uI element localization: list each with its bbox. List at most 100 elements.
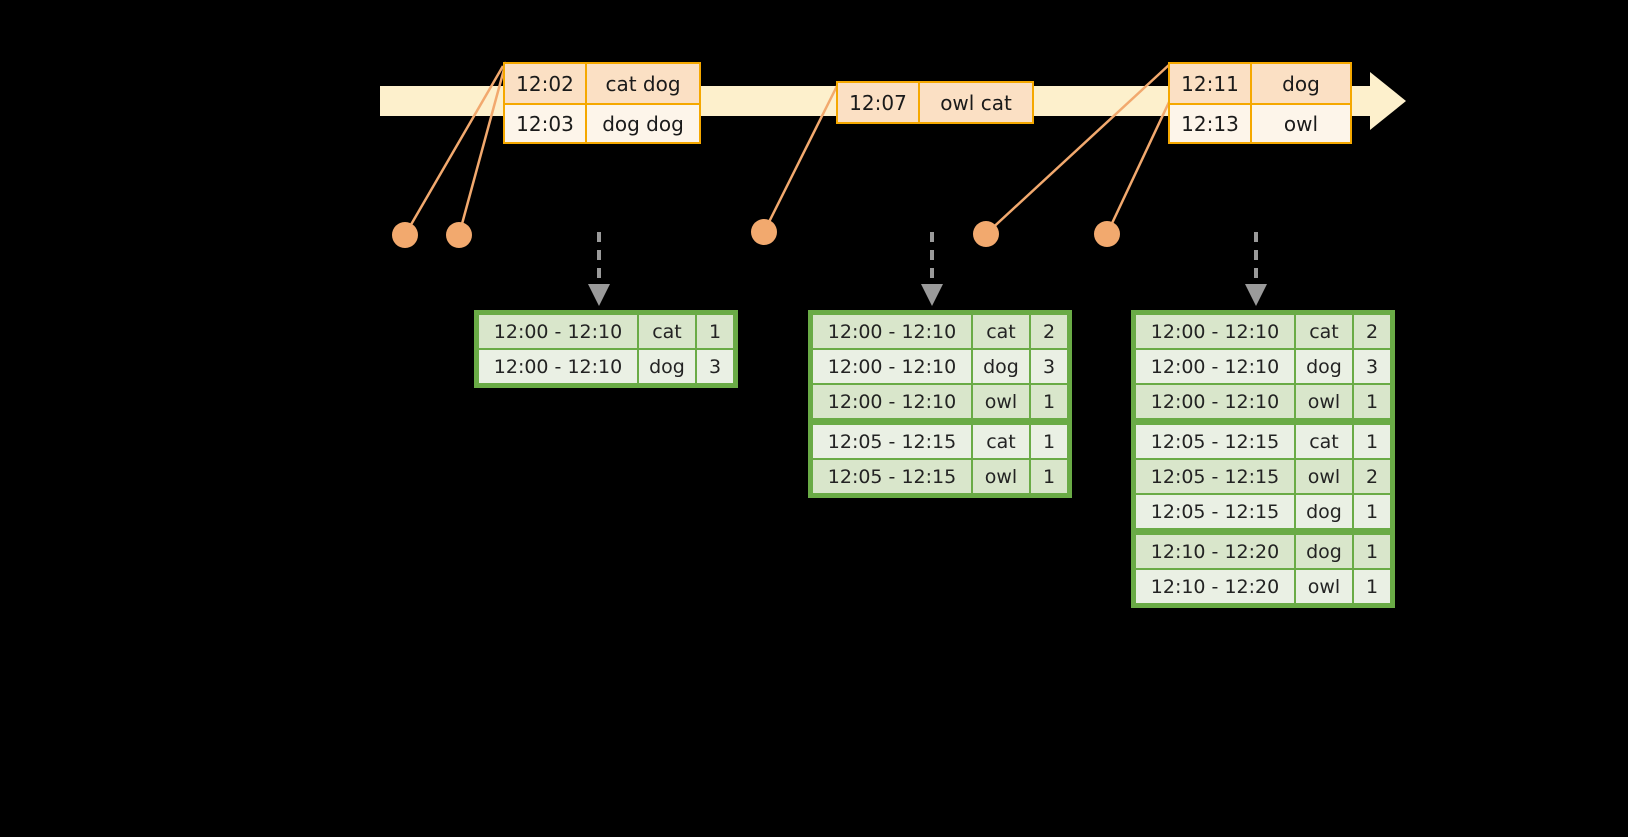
- cell-count: 1: [1354, 385, 1390, 418]
- event-time: 12:07: [838, 83, 920, 122]
- event-dot-2: [446, 222, 472, 248]
- cell-word: owl: [1296, 570, 1352, 603]
- cell-window: 12:00 - 12:10: [1136, 350, 1294, 383]
- event-row: 12:02 cat dog: [505, 64, 699, 103]
- cell-count: 1: [1354, 425, 1390, 458]
- cell-word: dog: [1296, 535, 1352, 568]
- event-row: 12:11 dog: [1170, 64, 1350, 103]
- cell-word: dog: [973, 350, 1029, 383]
- cell-window: 12:05 - 12:15: [1136, 495, 1294, 528]
- event-words: cat dog: [587, 64, 699, 103]
- arrow-head: [1245, 284, 1267, 306]
- arrow-head: [921, 284, 943, 306]
- cell-count: 1: [1354, 535, 1390, 568]
- arrow-stem: [597, 232, 601, 286]
- cell-count: 3: [1031, 350, 1067, 383]
- cell-window: 12:05 - 12:15: [1136, 460, 1294, 493]
- event-dot-1: [392, 222, 418, 248]
- arrow-stem: [1254, 232, 1258, 286]
- window-group-separator: [1136, 420, 1390, 423]
- down-arrow-icon-1: [588, 232, 610, 312]
- cell-count: 2: [1354, 460, 1390, 493]
- event-time: 12:03: [505, 105, 587, 142]
- cell-window: 12:10 - 12:20: [1136, 535, 1294, 568]
- down-arrow-icon-2: [921, 232, 943, 312]
- connector-line-1: [403, 65, 505, 236]
- event-time: 12:13: [1170, 105, 1252, 142]
- cell-window: 12:00 - 12:10: [1136, 315, 1294, 348]
- cell-word: cat: [639, 315, 695, 348]
- connector-line-4: [985, 63, 1171, 235]
- cell-window: 12:10 - 12:20: [1136, 570, 1294, 603]
- event-words: owl: [1252, 105, 1350, 142]
- connector-line-2: [457, 61, 508, 236]
- cell-count: 1: [1031, 460, 1067, 493]
- window-group-separator: [1136, 530, 1390, 533]
- event-group-1: 12:02 cat dog 12:03 dog dog: [503, 62, 701, 144]
- cell-word: cat: [973, 315, 1029, 348]
- cell-word: dog: [639, 350, 695, 383]
- event-row: 12:13 owl: [1170, 103, 1350, 142]
- arrow-head: [588, 284, 610, 306]
- event-dot-3: [751, 219, 777, 245]
- event-group-3: 12:11 dog 12:13 owl: [1168, 62, 1352, 144]
- window-group-separator: [813, 420, 1067, 423]
- event-time: 12:11: [1170, 64, 1252, 103]
- connector-line-5: [1105, 99, 1172, 235]
- cell-count: 1: [697, 315, 733, 348]
- event-words: owl cat: [920, 83, 1032, 122]
- event-group-2: 12:07 owl cat: [836, 81, 1034, 124]
- event-words: dog dog: [587, 105, 699, 142]
- cell-count: 1: [1031, 425, 1067, 458]
- cell-word: owl: [973, 385, 1029, 418]
- cell-window: 12:05 - 12:15: [813, 425, 971, 458]
- cell-window: 12:00 - 12:10: [479, 350, 637, 383]
- cell-window: 12:00 - 12:10: [479, 315, 637, 348]
- cell-window: 12:05 - 12:15: [1136, 425, 1294, 458]
- cell-count: 1: [1354, 495, 1390, 528]
- cell-word: dog: [1296, 495, 1352, 528]
- cell-word: cat: [1296, 425, 1352, 458]
- cell-word: owl: [973, 460, 1029, 493]
- timeline-arrow-head-icon: [1370, 72, 1406, 130]
- cell-window: 12:00 - 12:10: [813, 315, 971, 348]
- down-arrow-icon-3: [1245, 232, 1267, 312]
- event-time: 12:02: [505, 64, 587, 103]
- cell-count: 3: [697, 350, 733, 383]
- cell-count: 2: [1031, 315, 1067, 348]
- event-row: 12:07 owl cat: [838, 83, 1032, 122]
- cell-count: 3: [1354, 350, 1390, 383]
- cell-window: 12:05 - 12:15: [813, 460, 971, 493]
- event-row: 12:03 dog dog: [505, 103, 699, 142]
- cell-count: 1: [1354, 570, 1390, 603]
- event-dot-4: [973, 221, 999, 247]
- cell-window: 12:00 - 12:10: [813, 350, 971, 383]
- connector-line-3: [762, 83, 840, 233]
- event-words: dog: [1252, 64, 1350, 103]
- cell-word: owl: [1296, 385, 1352, 418]
- cell-window: 12:00 - 12:10: [1136, 385, 1294, 418]
- cell-count: 2: [1354, 315, 1390, 348]
- event-dot-5: [1094, 221, 1120, 247]
- arrow-stem: [930, 232, 934, 286]
